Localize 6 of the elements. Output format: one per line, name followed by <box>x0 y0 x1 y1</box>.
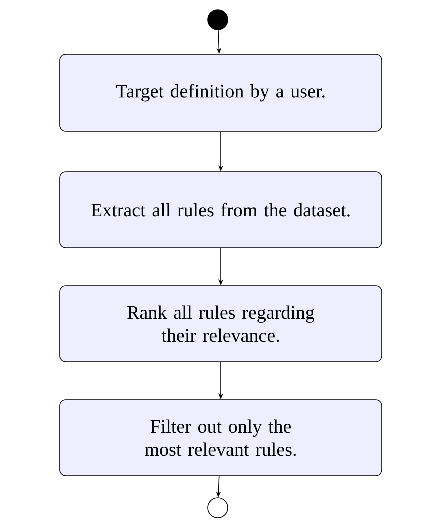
state-circle <box>208 10 228 30</box>
process-box: Extract all rules from the dataset. <box>60 172 382 248</box>
state-circle <box>208 498 228 518</box>
process-box: Filter out only the most relevant rules. <box>60 400 382 476</box>
process-box: Target definition by a user. <box>60 54 382 132</box>
process-box: Rank all rules regarding their relevance. <box>60 286 382 362</box>
